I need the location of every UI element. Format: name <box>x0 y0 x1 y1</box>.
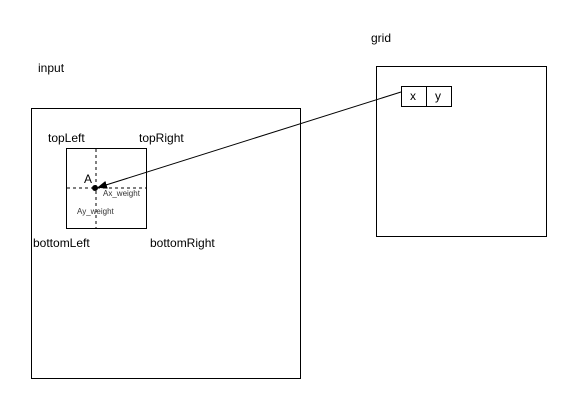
point-a-dot <box>92 185 98 191</box>
input-label: input <box>38 61 65 75</box>
top-right-label: topRight <box>139 131 184 145</box>
interpolation-cell <box>66 148 147 229</box>
bottom-left-label: bottomLeft <box>33 236 90 250</box>
mapping-arrow <box>97 91 402 189</box>
grid-cell-y: y <box>435 89 441 103</box>
grid-label: grid <box>371 31 392 45</box>
ax-weight-label: Ax_weight <box>103 189 140 198</box>
grid-box <box>376 66 547 237</box>
top-left-label: topLeft <box>48 131 85 145</box>
grid-cell-x: x <box>410 89 416 103</box>
input-box <box>31 108 301 379</box>
bottom-right-label: bottomRight <box>150 236 215 250</box>
ay-weight-label: Ay_weight <box>77 207 114 216</box>
point-a-label: A <box>84 172 93 186</box>
